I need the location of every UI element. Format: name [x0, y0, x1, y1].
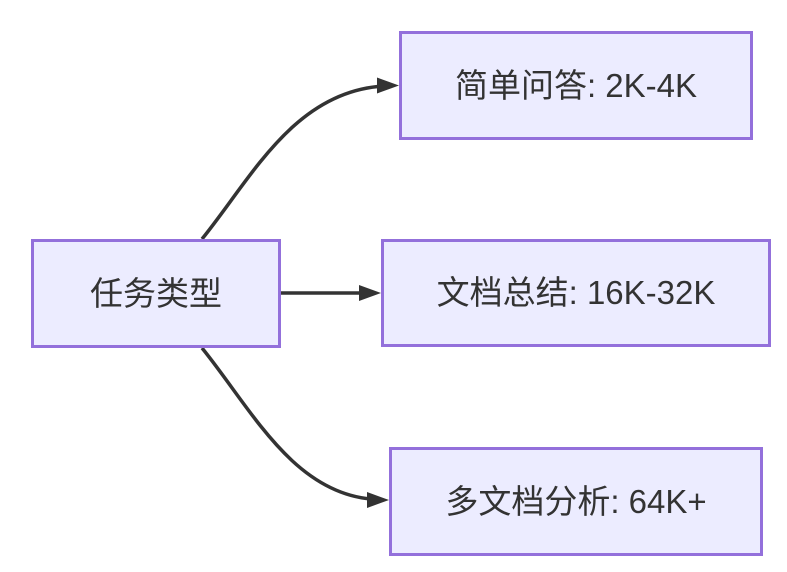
node-doc-summary-label: 文档总结: 16K-32K — [436, 274, 716, 312]
node-multi-doc: 多文档分析: 64K+ — [389, 447, 763, 556]
node-simple-qa-label: 简单问答: 2K-4K — [454, 66, 698, 104]
node-simple-qa: 简单问答: 2K-4K — [399, 31, 753, 140]
node-doc-summary: 文档总结: 16K-32K — [381, 239, 771, 347]
arrowhead-doc-summary-icon — [359, 285, 381, 301]
arrowhead-multi-doc-icon — [367, 492, 389, 508]
edge-source-to-simple-qa — [200, 84, 379, 241]
node-task-type-label: 任务类型 — [90, 274, 222, 312]
node-multi-doc-label: 多文档分析: 64K+ — [445, 482, 707, 520]
arrowhead-simple-qa-icon — [377, 77, 399, 94]
edge-source-to-multi-doc — [200, 346, 372, 501]
node-task-type: 任务类型 — [31, 239, 281, 348]
